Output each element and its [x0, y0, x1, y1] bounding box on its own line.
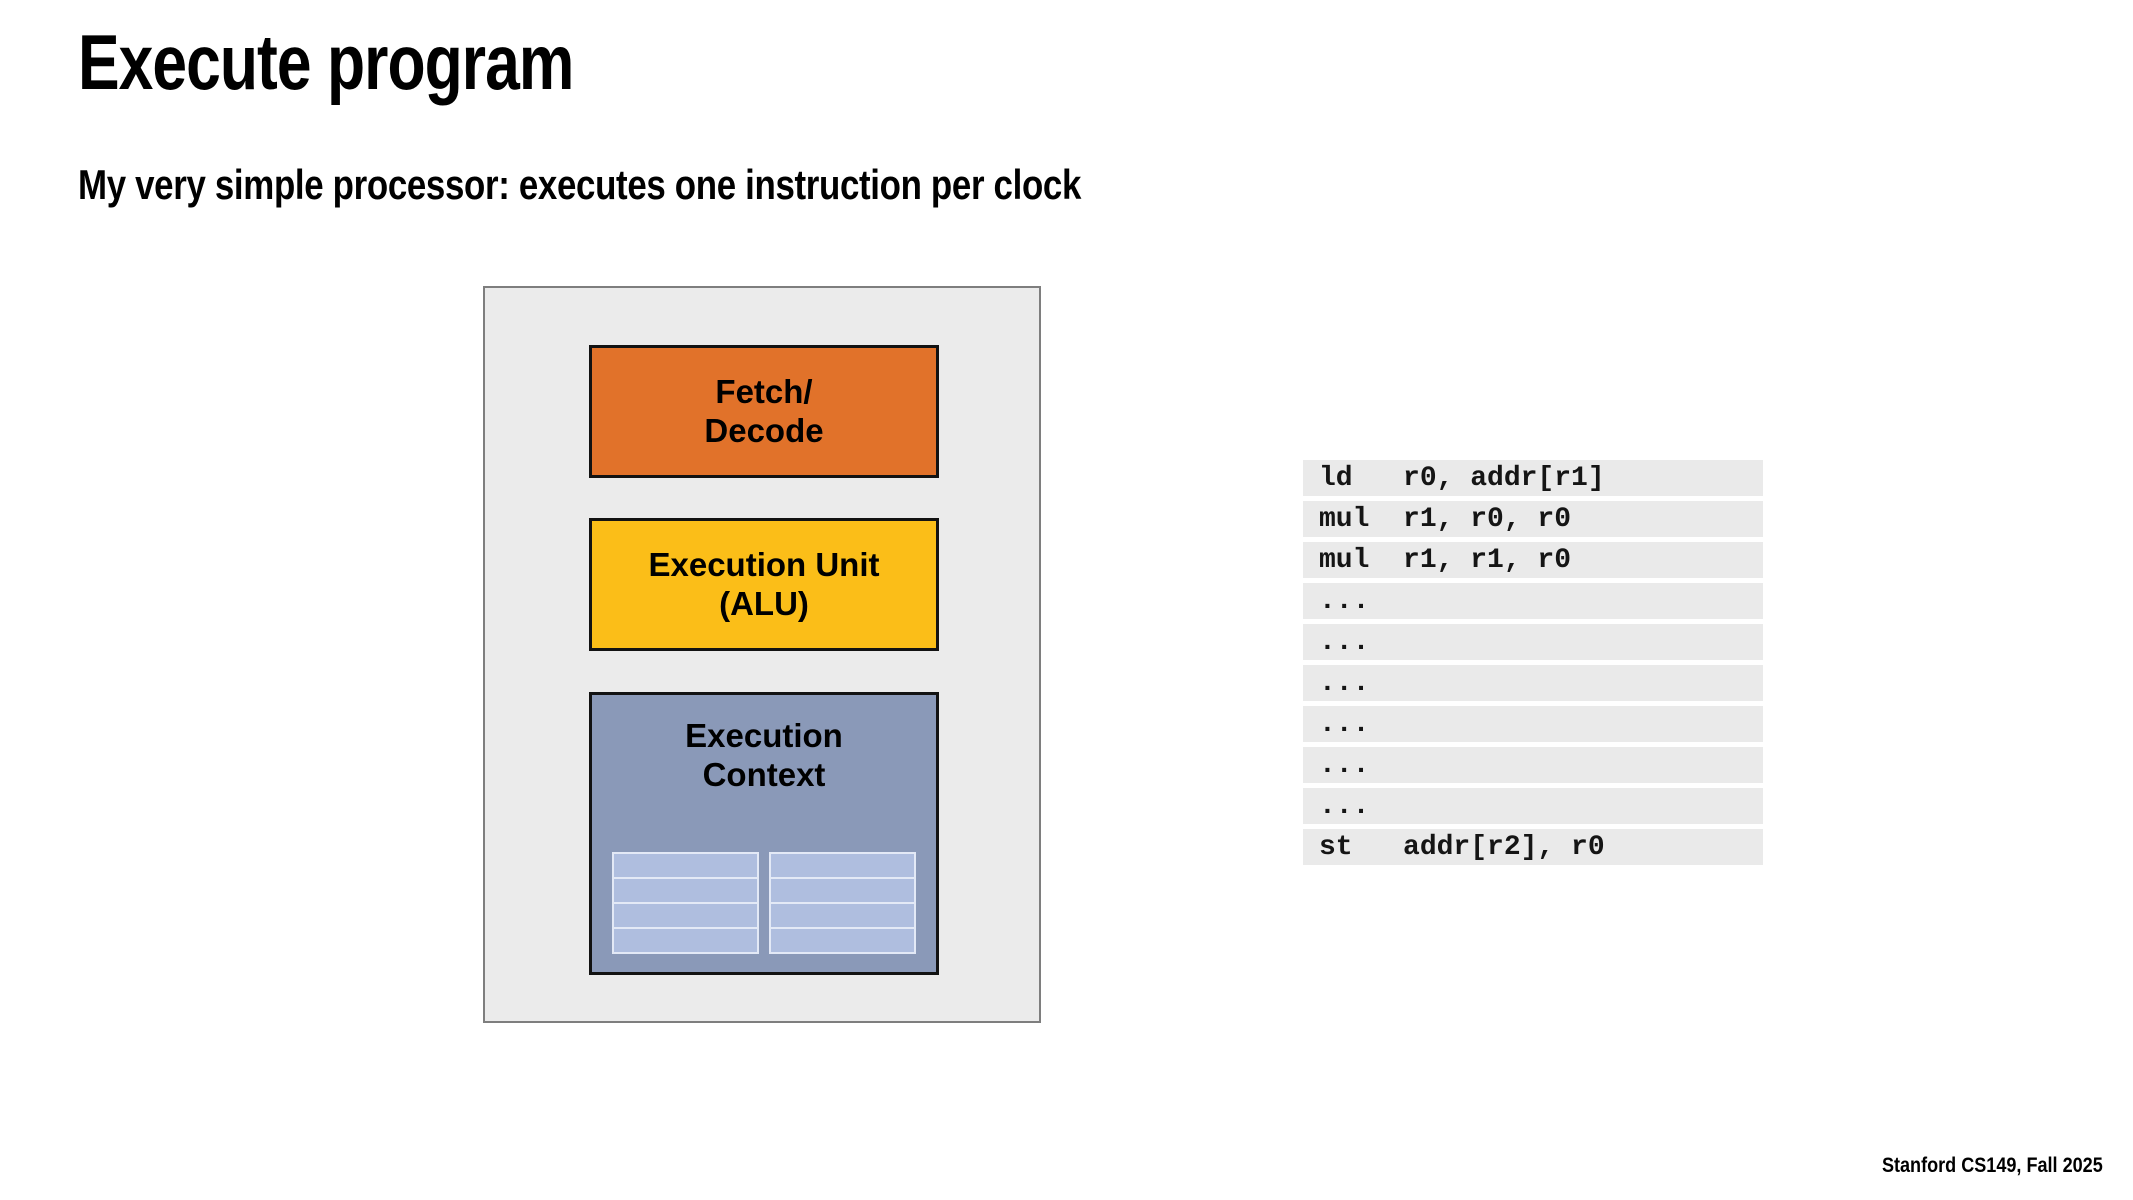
register-file-grid	[612, 852, 916, 954]
register-cell	[769, 852, 916, 879]
register-cell	[769, 877, 916, 904]
instruction-row: ...	[1303, 665, 1763, 701]
register-cell	[612, 852, 759, 879]
instruction-row: ...	[1303, 583, 1763, 619]
instruction-row: mul r1, r0, r0	[1303, 501, 1763, 537]
instruction-row: ...	[1303, 706, 1763, 742]
instruction-row: ld r0, addr[r1]	[1303, 460, 1763, 496]
register-cell	[612, 927, 759, 954]
register-cell	[769, 902, 916, 929]
register-cell	[769, 927, 916, 954]
page-title: Execute program	[78, 18, 574, 106]
instruction-row: st addr[r2], r0	[1303, 829, 1763, 865]
instruction-stream: ld r0, addr[r1] mul r1, r0, r0 mul r1, r…	[1303, 460, 1763, 865]
execution-unit-label-line2: (ALU)	[719, 584, 809, 622]
register-cell	[612, 902, 759, 929]
execution-unit-label-line1: Execution Unit	[648, 545, 880, 583]
slide-footer: Stanford CS149, Fall 2025	[1882, 1154, 2103, 1177]
register-column	[769, 852, 916, 954]
register-column	[612, 852, 759, 954]
instruction-row: ...	[1303, 788, 1763, 824]
execution-unit-block: Execution Unit (ALU)	[589, 518, 939, 651]
fetch-decode-label-line2: Decode	[704, 411, 824, 449]
register-cell	[612, 877, 759, 904]
fetch-decode-label-line1: Fetch/	[715, 372, 813, 410]
instruction-row: ...	[1303, 747, 1763, 783]
instruction-row: ...	[1303, 624, 1763, 660]
execution-context-label-line1: Execution	[685, 717, 843, 754]
execution-context-label-line2: Context	[702, 755, 826, 793]
page-subtitle: My very simple processor: executes one i…	[78, 161, 1082, 208]
fetch-decode-block: Fetch/ Decode	[589, 345, 939, 478]
execution-context-block: Execution Context	[589, 692, 939, 975]
instruction-row: mul r1, r1, r0	[1303, 542, 1763, 578]
